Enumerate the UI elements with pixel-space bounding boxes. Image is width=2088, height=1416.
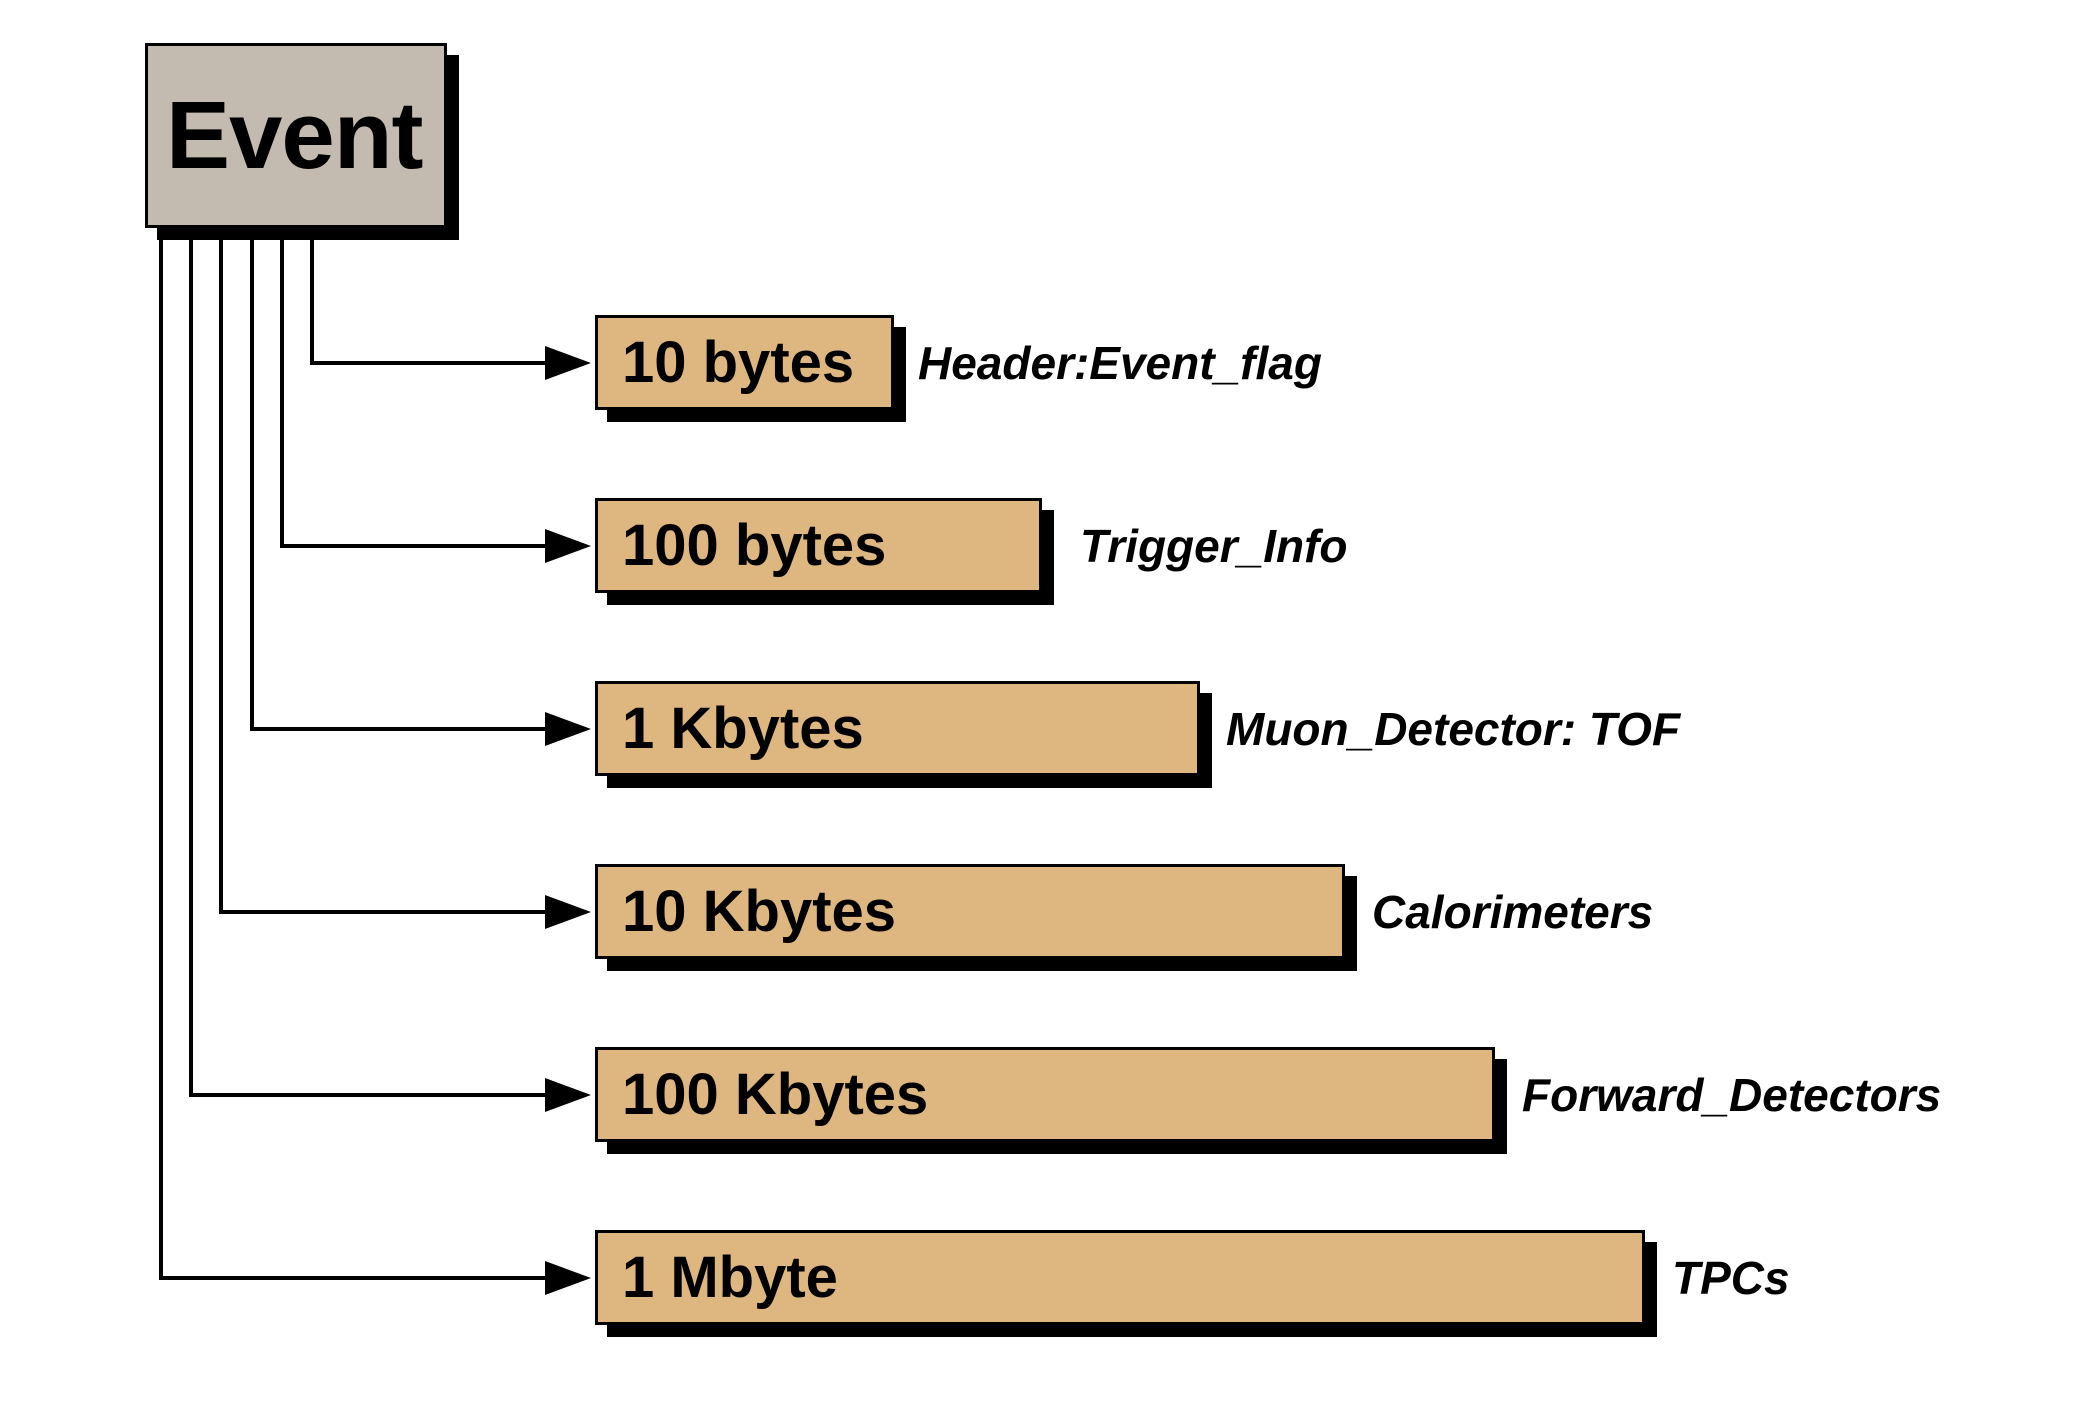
- component-caption: Calorimeters: [1372, 886, 1654, 938]
- connector-row-1: [310, 228, 591, 380]
- arrow-head-icon: [545, 1261, 591, 1295]
- size-bar-label: 1 Kbytes: [622, 695, 864, 761]
- connector-path: [189, 228, 545, 1097]
- connector-path: [250, 228, 545, 731]
- component-caption: Header:Event_flag: [918, 337, 1322, 389]
- component-caption: Forward_Detectors: [1522, 1069, 1942, 1121]
- arrow-head-icon: [545, 895, 591, 929]
- arrow-head-icon: [545, 712, 591, 746]
- size-bar[interactable]: 10 bytes: [595, 315, 894, 410]
- connector-row-2: [280, 228, 591, 563]
- size-bar[interactable]: 100 bytes: [595, 498, 1042, 593]
- event-box-label: Event: [166, 81, 423, 189]
- size-bar-label: 10 Kbytes: [622, 878, 897, 944]
- connector-row-5: [189, 228, 591, 1112]
- event-box[interactable]: Event: [145, 43, 447, 228]
- connector-path: [280, 228, 545, 548]
- connector-row-6: [159, 228, 591, 1295]
- size-bar[interactable]: 1 Mbyte: [595, 1230, 1645, 1325]
- connector-row-4: [219, 228, 591, 929]
- size-bar[interactable]: 1 Kbytes: [595, 681, 1200, 776]
- component-caption: Trigger_Info: [1080, 520, 1348, 572]
- size-bar-label: 10 bytes: [622, 329, 855, 395]
- connector-path: [159, 228, 545, 1280]
- arrow-head-icon: [545, 1078, 591, 1112]
- connector-row-3: [250, 228, 591, 746]
- size-bar[interactable]: 100 Kbytes: [595, 1047, 1495, 1142]
- connector-path: [310, 228, 545, 365]
- size-bar-label: 100 Kbytes: [622, 1061, 929, 1127]
- size-bar-label: 1 Mbyte: [622, 1244, 838, 1310]
- size-bar[interactable]: 10 Kbytes: [595, 864, 1345, 959]
- arrow-head-icon: [545, 346, 591, 380]
- component-caption: Muon_Detector: TOF: [1226, 703, 1681, 755]
- arrow-head-icon: [545, 529, 591, 563]
- component-caption: TPCs: [1672, 1252, 1790, 1304]
- size-bar-label: 100 bytes: [622, 512, 887, 578]
- connector-path: [219, 228, 545, 914]
